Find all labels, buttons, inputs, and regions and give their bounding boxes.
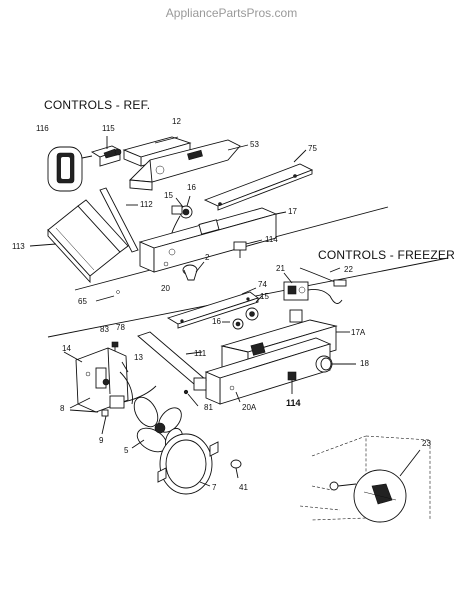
part-label-21: 21 — [276, 264, 285, 273]
control-panel-17 — [138, 207, 287, 273]
light-shield-53 — [129, 139, 249, 191]
part-label-9: 9 — [99, 436, 104, 445]
part-label-22: 22 — [344, 265, 353, 274]
part-label-7: 7 — [212, 483, 217, 492]
clip-81 — [183, 389, 199, 407]
screw-114-upper — [233, 239, 263, 258]
cabinet-detail-23 — [299, 435, 431, 523]
switch-115 — [90, 136, 122, 167]
part-label-5: 5 — [124, 446, 129, 455]
bracket-75 — [203, 149, 314, 211]
part-label-13: 13 — [134, 353, 143, 362]
part-label-8: 8 — [60, 404, 65, 413]
part-label-23: 23 — [422, 439, 431, 448]
capillary-22 — [299, 267, 347, 304]
part-label-115: 115 — [102, 124, 115, 133]
part-label-53: 53 — [250, 140, 259, 149]
part-label-65: 65 — [78, 297, 87, 306]
screw-114-lower — [287, 371, 297, 394]
part-label-78: 78 — [116, 323, 125, 332]
knob-2 — [182, 261, 205, 281]
part-label-114-upper: 114 — [265, 235, 278, 244]
bracket-74 — [166, 287, 259, 329]
part-label-20: 20 — [161, 284, 170, 293]
part-label-18: 18 — [360, 359, 369, 368]
part-label-17: 17 — [288, 207, 297, 216]
part-label-112: 112 — [140, 200, 153, 209]
diffuser-panel-113 — [29, 199, 129, 284]
part-label-75: 75 — [308, 144, 317, 153]
part-label-113: 113 — [12, 242, 25, 251]
part-label-20a: 20A — [242, 403, 257, 412]
part-label-15-lower: 15 — [260, 292, 269, 301]
part-label-83: 83 — [100, 325, 109, 334]
leads-8 — [69, 397, 109, 417]
part-label-16-lower: 16 — [212, 317, 221, 326]
lead-9 — [101, 415, 107, 435]
knob-18 — [315, 355, 356, 373]
part-label-114-lower: 114 — [286, 398, 301, 408]
clip-65 — [95, 290, 120, 302]
rod-112 — [99, 187, 139, 253]
part-label-12: 12 — [172, 117, 181, 126]
part-label-111: 111 — [194, 349, 207, 358]
part-label-16-upper: 16 — [187, 183, 196, 192]
screw-41 — [230, 459, 242, 479]
part-label-17a: 17A — [351, 328, 366, 337]
panel-20a — [204, 337, 332, 405]
site-watermark: AppliancePartsPros.com — [165, 6, 298, 20]
heater-111 — [137, 331, 207, 391]
part-label-81: 81 — [204, 403, 213, 412]
section-title-controls-ref: CONTROLS - REF. — [44, 98, 151, 112]
part-label-15-upper: 15 — [164, 191, 173, 200]
gasket-detail-116 — [47, 146, 93, 192]
clip-16-lower — [222, 318, 244, 330]
sensor-15-lower — [245, 295, 263, 321]
thermostat-21 — [283, 272, 331, 301]
motor-bracket-13 — [109, 361, 157, 409]
section-title-controls-freezer: CONTROLS - FREEZER — [318, 248, 455, 262]
part-label-2: 2 — [205, 253, 210, 262]
part-label-116: 116 — [36, 124, 49, 133]
part-label-74: 74 — [258, 280, 267, 289]
fan-shroud-7 — [157, 433, 219, 495]
part-label-41: 41 — [239, 483, 248, 492]
part-label-14: 14 — [62, 344, 71, 353]
